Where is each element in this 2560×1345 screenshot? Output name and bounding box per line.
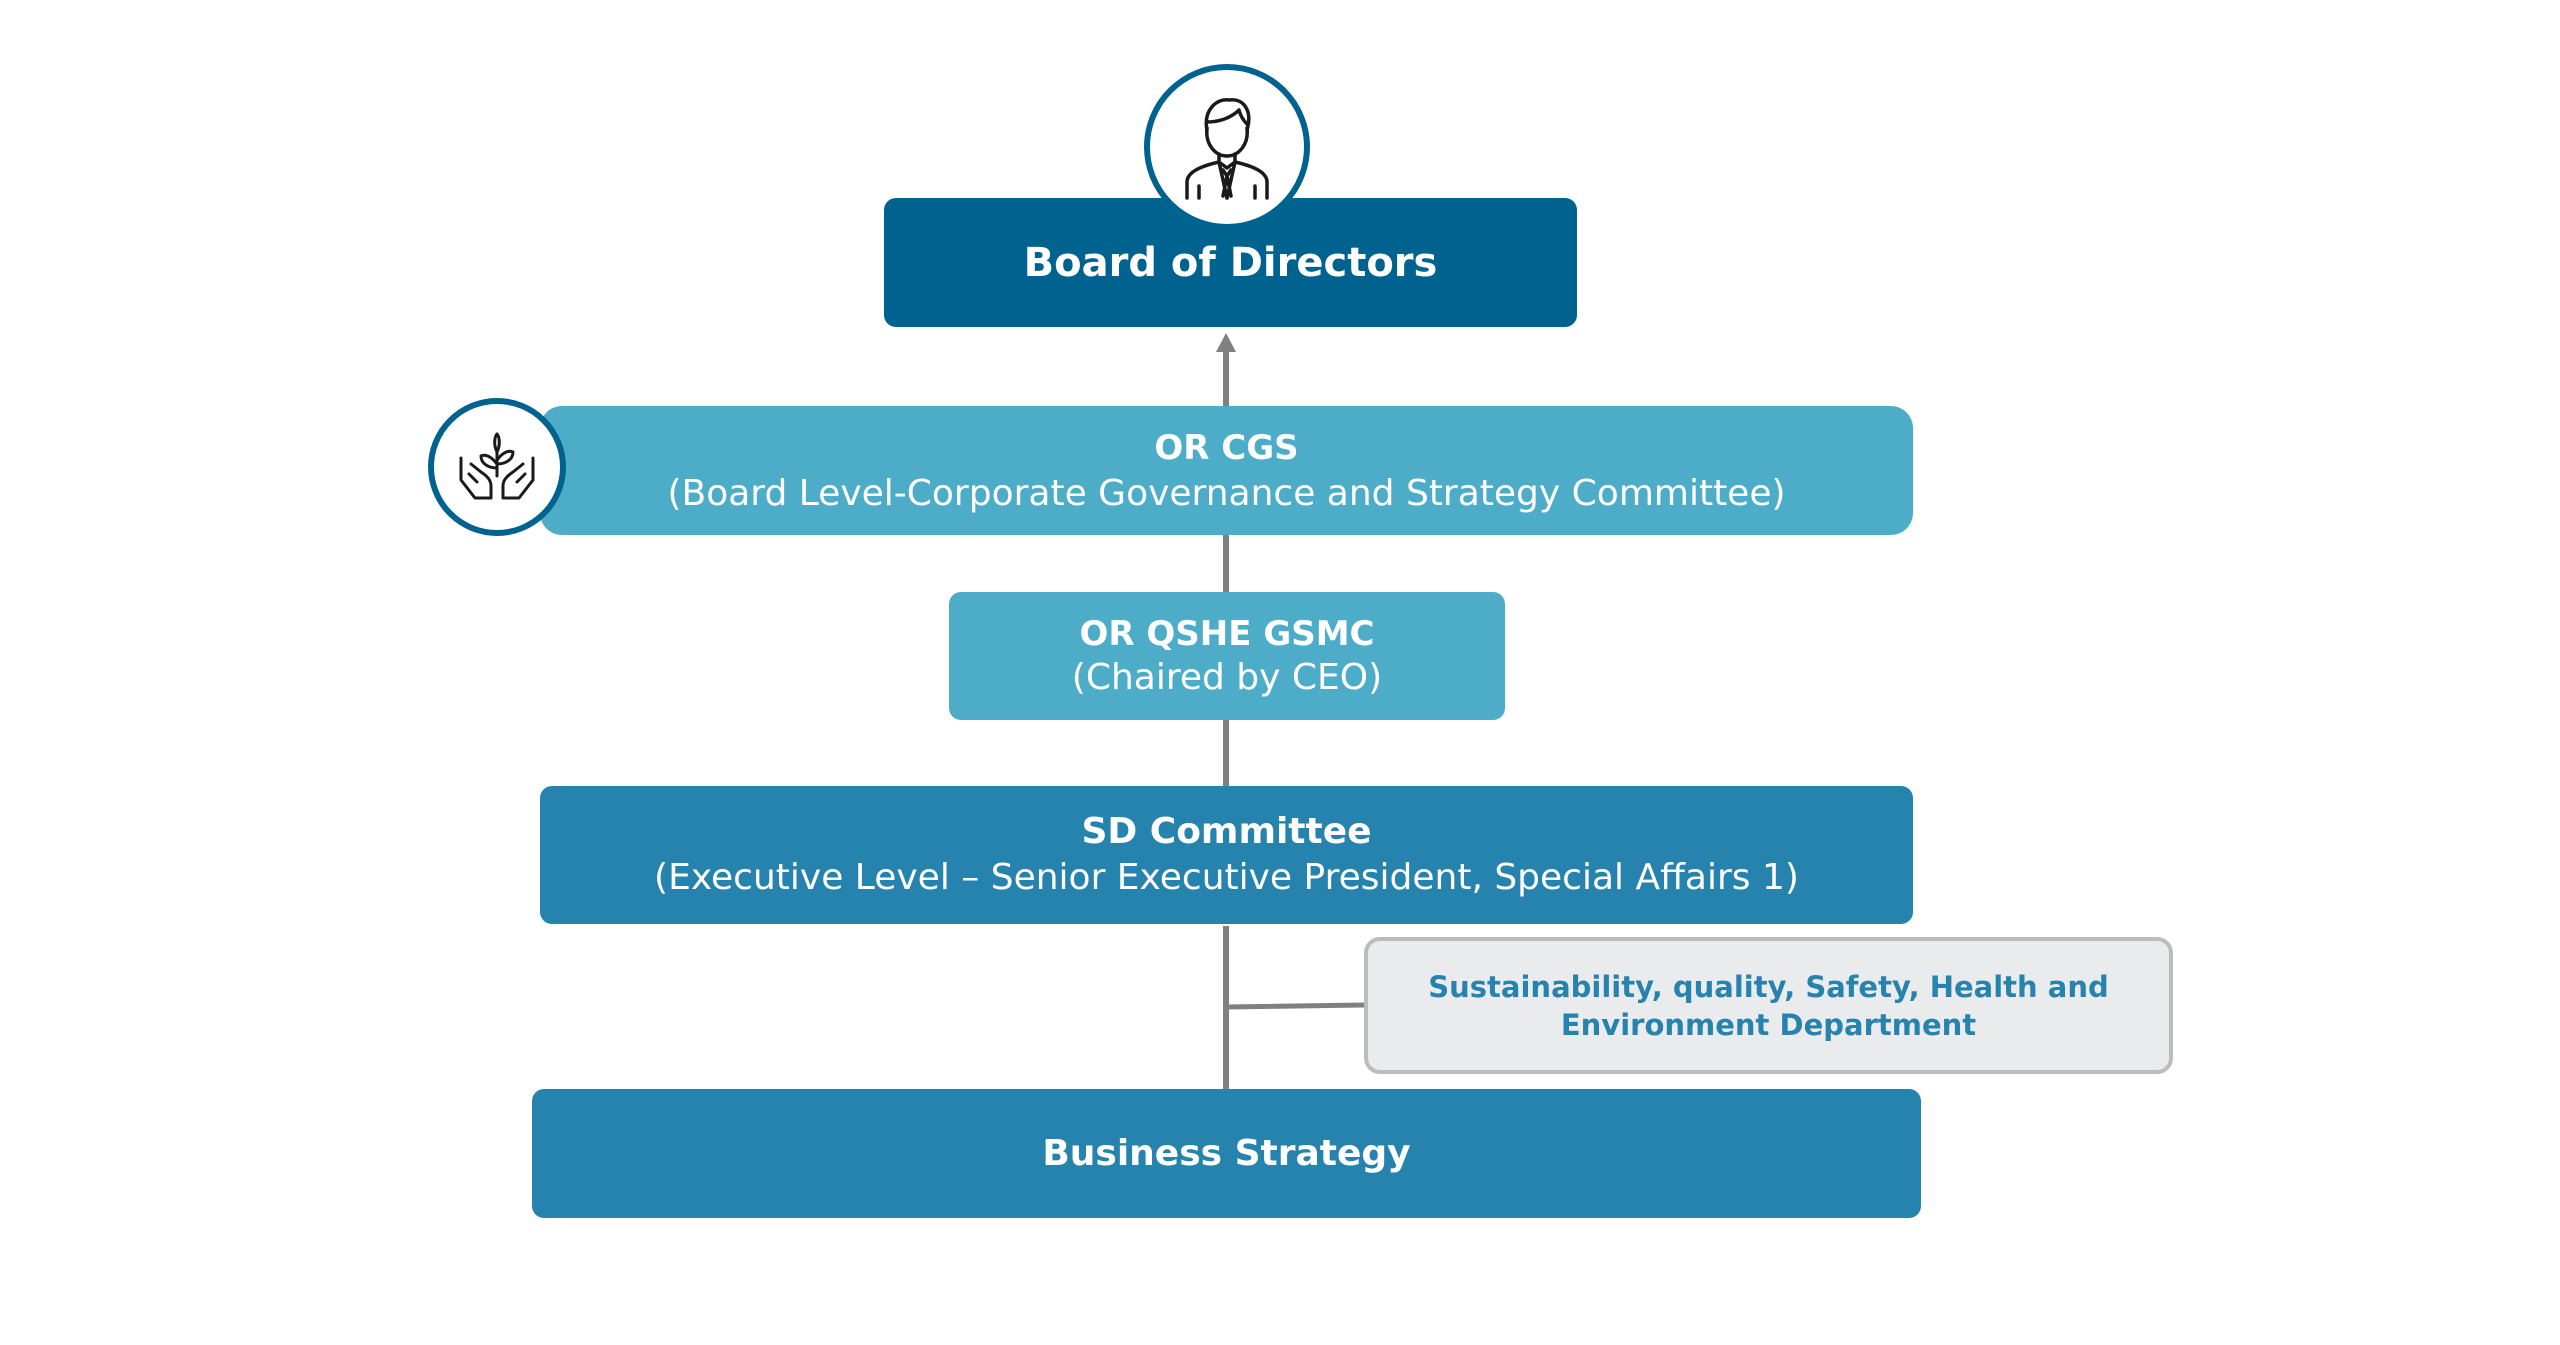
connector-to-department — [1225, 1002, 1365, 1010]
or-qshe-gsmc-subtitle: (Chaired by CEO) — [1071, 657, 1383, 698]
sd-committee-title: SD Committee — [1081, 811, 1372, 852]
or-qshe-gsmc-title: OR QSHE GSMC — [1079, 614, 1375, 654]
sd-committee-subtitle: (Executive Level – Senior Executive Pres… — [654, 857, 1799, 898]
or-qshe-gsmc-box: OR QSHE GSMC (Chaired by CEO) — [949, 592, 1505, 720]
or-cgs-subtitle: (Board Level-Corporate Governance and St… — [667, 472, 1786, 514]
or-cgs-title: OR CGS — [1154, 427, 1299, 468]
sqshe-department-line1: Sustainability, quality, Safety, Health … — [1428, 969, 2109, 1004]
board-of-directors-box: Board of Directors — [884, 198, 1577, 327]
sqshe-department-line2: Environment Department — [1560, 1007, 1977, 1042]
board-of-directors-title: Board of Directors — [1023, 239, 1438, 286]
plant-hands-icon — [428, 398, 566, 536]
business-strategy-box: Business Strategy — [532, 1089, 1921, 1218]
or-cgs-box: OR CGS (Board Level-Corporate Governance… — [540, 406, 1913, 535]
arrow-head — [1216, 333, 1236, 352]
director-icon — [1144, 64, 1310, 230]
sd-committee-box: SD Committee (Executive Level – Senior E… — [540, 786, 1913, 924]
sqshe-department-box: Sustainability, quality, Safety, Health … — [1364, 937, 2173, 1074]
business-strategy-title: Business Strategy — [1042, 1133, 1411, 1174]
